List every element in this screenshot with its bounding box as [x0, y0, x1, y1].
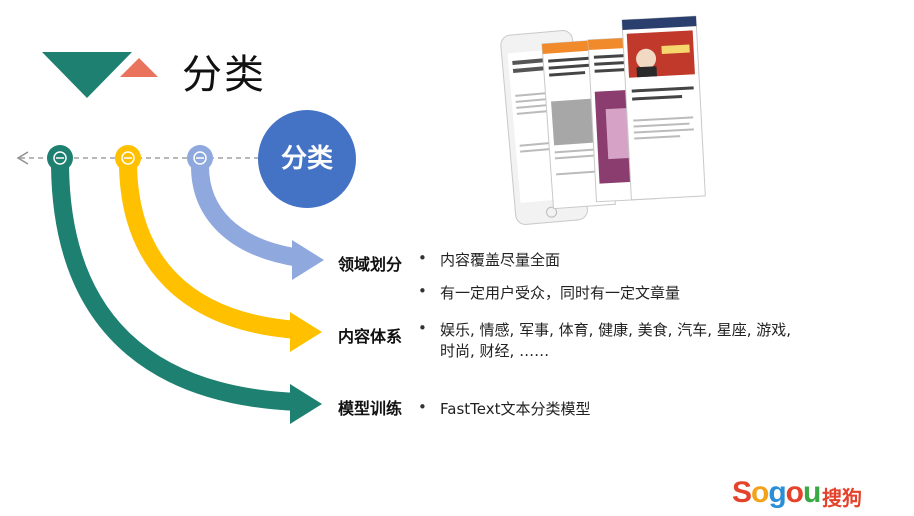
category-label-model: 模型训练 — [338, 399, 403, 418]
bubble-circle — [258, 110, 356, 208]
category-label-domain: 领域划分 — [338, 255, 403, 274]
logo-letter: o — [751, 476, 769, 509]
curve-arrow-lavender — [191, 165, 302, 267]
page-title: 分类 — [182, 52, 266, 98]
coral-triangle — [120, 58, 158, 77]
dot-teal — [47, 145, 73, 171]
bullet-continuation: 时尚, 财经, …… — [440, 342, 550, 360]
phone-screenshots-image — [500, 15, 706, 225]
logo-letter: g — [768, 476, 786, 509]
timeline-arrowhead — [16, 151, 29, 165]
logo-letter: o — [785, 476, 804, 509]
dot-lavender — [187, 145, 213, 171]
bubble-label: 分类 — [280, 144, 333, 174]
bullet-item: 内容覆盖尽量全面 — [418, 249, 560, 270]
curve-arrow-yellow — [119, 165, 299, 339]
arrowhead-teal — [290, 384, 322, 424]
dot-yellow — [115, 145, 141, 171]
bullet-item: FastText文本分类模型 — [418, 398, 591, 419]
sogou-logo-word: Sogou — [732, 476, 821, 509]
bullet-item: 娱乐, 情感, 军事, 体育, 健康, 美食, 汽车, 星座, 游戏, — [418, 319, 791, 340]
category-label-content: 内容体系 — [338, 327, 403, 346]
logo-letter: S — [732, 476, 752, 509]
arrowhead-yellow — [290, 312, 322, 352]
arrowhead-lavender — [292, 240, 324, 280]
teal-triangle — [42, 52, 132, 98]
curve-arrow-teal — [51, 165, 299, 411]
bullet-item: 有一定用户受众，同时有一定文章量 — [418, 282, 680, 303]
sogou-logo: Sogou — [732, 476, 821, 510]
sogou-logo-cn: 搜狗 — [822, 486, 862, 510]
logo-letter: u — [803, 476, 821, 509]
